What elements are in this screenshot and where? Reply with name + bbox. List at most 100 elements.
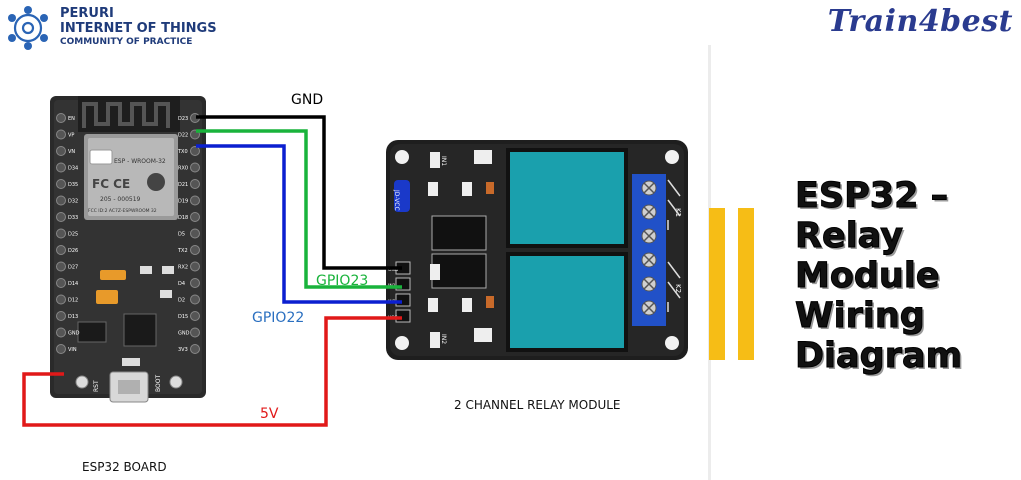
esp32-pin-label: D34 bbox=[68, 166, 78, 172]
esp32-pin-left bbox=[56, 179, 66, 189]
module-model-text: ESP - WROOM-32 bbox=[114, 158, 166, 165]
boot-button[interactable] bbox=[169, 375, 183, 389]
esp32-pin-label: D18 bbox=[178, 215, 188, 221]
esp32-pin-right bbox=[190, 245, 200, 255]
relay-header-pin bbox=[395, 293, 411, 307]
esp32-pin-right bbox=[190, 162, 200, 173]
esp32-pin-label: D21 bbox=[178, 182, 188, 188]
in2-label: IN2 bbox=[440, 334, 447, 344]
optocoupler-2 bbox=[431, 253, 487, 289]
esp32-pin-left bbox=[56, 278, 66, 288]
module-fcc-text: FCC ID:2 AC7Z-ESPWROOM 32 bbox=[88, 208, 157, 214]
mount-hole-icon bbox=[395, 150, 409, 164]
esp32-pin-label: VP bbox=[68, 133, 74, 139]
in1-label: IN1 bbox=[440, 156, 447, 166]
diagram-title: ESP32 – Relay Module Wiring Diagram bbox=[795, 176, 963, 377]
esp32-pin-label: D14 bbox=[68, 281, 78, 287]
esp32-pin-label: EN bbox=[68, 116, 75, 122]
terminal-screw-slot bbox=[643, 230, 655, 242]
esp32-pin-label: RX0 bbox=[178, 166, 188, 172]
esp32-pin-left bbox=[56, 327, 66, 338]
jdvcc-label: JD-VCC bbox=[393, 189, 400, 211]
terminal-screw-slot bbox=[643, 278, 655, 290]
terminal-screw-slot bbox=[643, 182, 655, 194]
esp32-pin-right bbox=[190, 327, 200, 338]
esp32-pin-label: D25 bbox=[68, 232, 78, 238]
esp32-pin-label: D33 bbox=[68, 215, 78, 221]
esp32-pin-label: D23 bbox=[178, 116, 188, 122]
esp32-pin-left bbox=[56, 212, 66, 222]
esp32-pin-left bbox=[56, 146, 66, 156]
gnd-wire bbox=[196, 115, 402, 270]
v5-wire-label: 5V bbox=[260, 406, 279, 422]
esp32-pin-right bbox=[190, 195, 200, 206]
esp32-pin-label: D4 bbox=[178, 281, 185, 287]
esp32-pin-right bbox=[190, 311, 200, 321]
gpio22-wire bbox=[196, 144, 402, 304]
esp32-pin-label: D35 bbox=[68, 182, 78, 188]
gpio23-wire-label: GPIO23 bbox=[316, 273, 368, 289]
esp32-pin-left bbox=[56, 344, 66, 354]
gpio23-wire bbox=[196, 129, 402, 289]
ce-mark-icon: FC CE bbox=[92, 177, 130, 191]
optocoupler-1 bbox=[431, 215, 487, 251]
esp32-pin-left bbox=[56, 311, 66, 321]
esp32-pin-label: D12 bbox=[68, 298, 78, 304]
esp32-pin-label: D5 bbox=[178, 232, 185, 238]
esp32-pin-left bbox=[56, 228, 66, 239]
esp32-pin-label: D26 bbox=[68, 248, 78, 254]
esp32-pin-label: GND bbox=[68, 331, 80, 337]
esp32-pin-label: D22 bbox=[178, 133, 188, 139]
rst-label: RST bbox=[93, 380, 100, 392]
usb-uart-chip bbox=[123, 313, 157, 347]
esp32-pin-left bbox=[56, 261, 66, 272]
relay-pin-label: GND bbox=[388, 267, 399, 273]
esp32-pin-left bbox=[56, 195, 66, 206]
brand-logo-text: Train4best bbox=[827, 4, 1013, 39]
wifi-badge-icon bbox=[89, 149, 113, 165]
esp32-pin-label: TX0 bbox=[177, 149, 188, 155]
gnd-wire-label: GND bbox=[291, 92, 323, 108]
esp32-pin-right bbox=[190, 344, 200, 354]
k1-label: K1 bbox=[674, 208, 682, 217]
esp32-pin-label: VN bbox=[68, 149, 75, 155]
mount-hole-icon bbox=[395, 336, 409, 350]
esp32-pin-label: D32 bbox=[68, 199, 78, 205]
boot-label: BOOT bbox=[155, 375, 162, 392]
esp32-board: ESP - WROOM-32 FC CE 205 - 000519 FCC ID… bbox=[50, 96, 206, 403]
esp32-pin-label: D19 bbox=[178, 199, 188, 205]
esp32-pin-right bbox=[190, 294, 200, 305]
rst-button[interactable] bbox=[75, 375, 89, 389]
antenna-icon bbox=[78, 96, 180, 132]
esp32-pin-left bbox=[56, 113, 66, 123]
esp32-pin-label: D13 bbox=[68, 314, 78, 320]
esp32-pin-label: D27 bbox=[68, 265, 78, 271]
relay-caption: 2 CHANNEL RELAY MODULE bbox=[454, 398, 621, 412]
esp32-pin-label: VIN bbox=[68, 347, 77, 353]
esp32-pin-left bbox=[56, 245, 66, 255]
vcc-jumper[interactable] bbox=[394, 180, 410, 212]
mount-hole-icon bbox=[665, 336, 679, 350]
esp32-pin-left bbox=[56, 294, 66, 305]
esp32-pin-right bbox=[190, 146, 200, 156]
k2-label: K2 bbox=[674, 284, 682, 293]
gpio22-wire-label: GPIO22 bbox=[252, 310, 304, 326]
relay-coil-1 bbox=[510, 152, 624, 244]
terminal-screw-slot bbox=[643, 206, 655, 218]
network-logo-icon bbox=[8, 6, 48, 50]
module-code-text: 205 - 000519 bbox=[100, 196, 141, 203]
terminal-screw-slot bbox=[643, 254, 655, 266]
org-name-line1: PERURI bbox=[60, 6, 114, 21]
esp32-pin-label: D2 bbox=[178, 298, 185, 304]
org-name-line3: COMMUNITY OF PRACTICE bbox=[60, 37, 193, 47]
esp32-pin-right bbox=[190, 212, 200, 222]
esp32-pin-left bbox=[56, 129, 66, 140]
accent-bar-right bbox=[738, 208, 754, 360]
accent-bar-left bbox=[709, 208, 725, 360]
esp32-pin-label: 3V3 bbox=[178, 347, 188, 353]
esp32-pin-right bbox=[190, 278, 200, 288]
esp32-pin-label: RX2 bbox=[178, 265, 188, 271]
relay-header-pin bbox=[395, 309, 411, 323]
esp32-caption: ESP32 BOARD bbox=[82, 460, 167, 474]
